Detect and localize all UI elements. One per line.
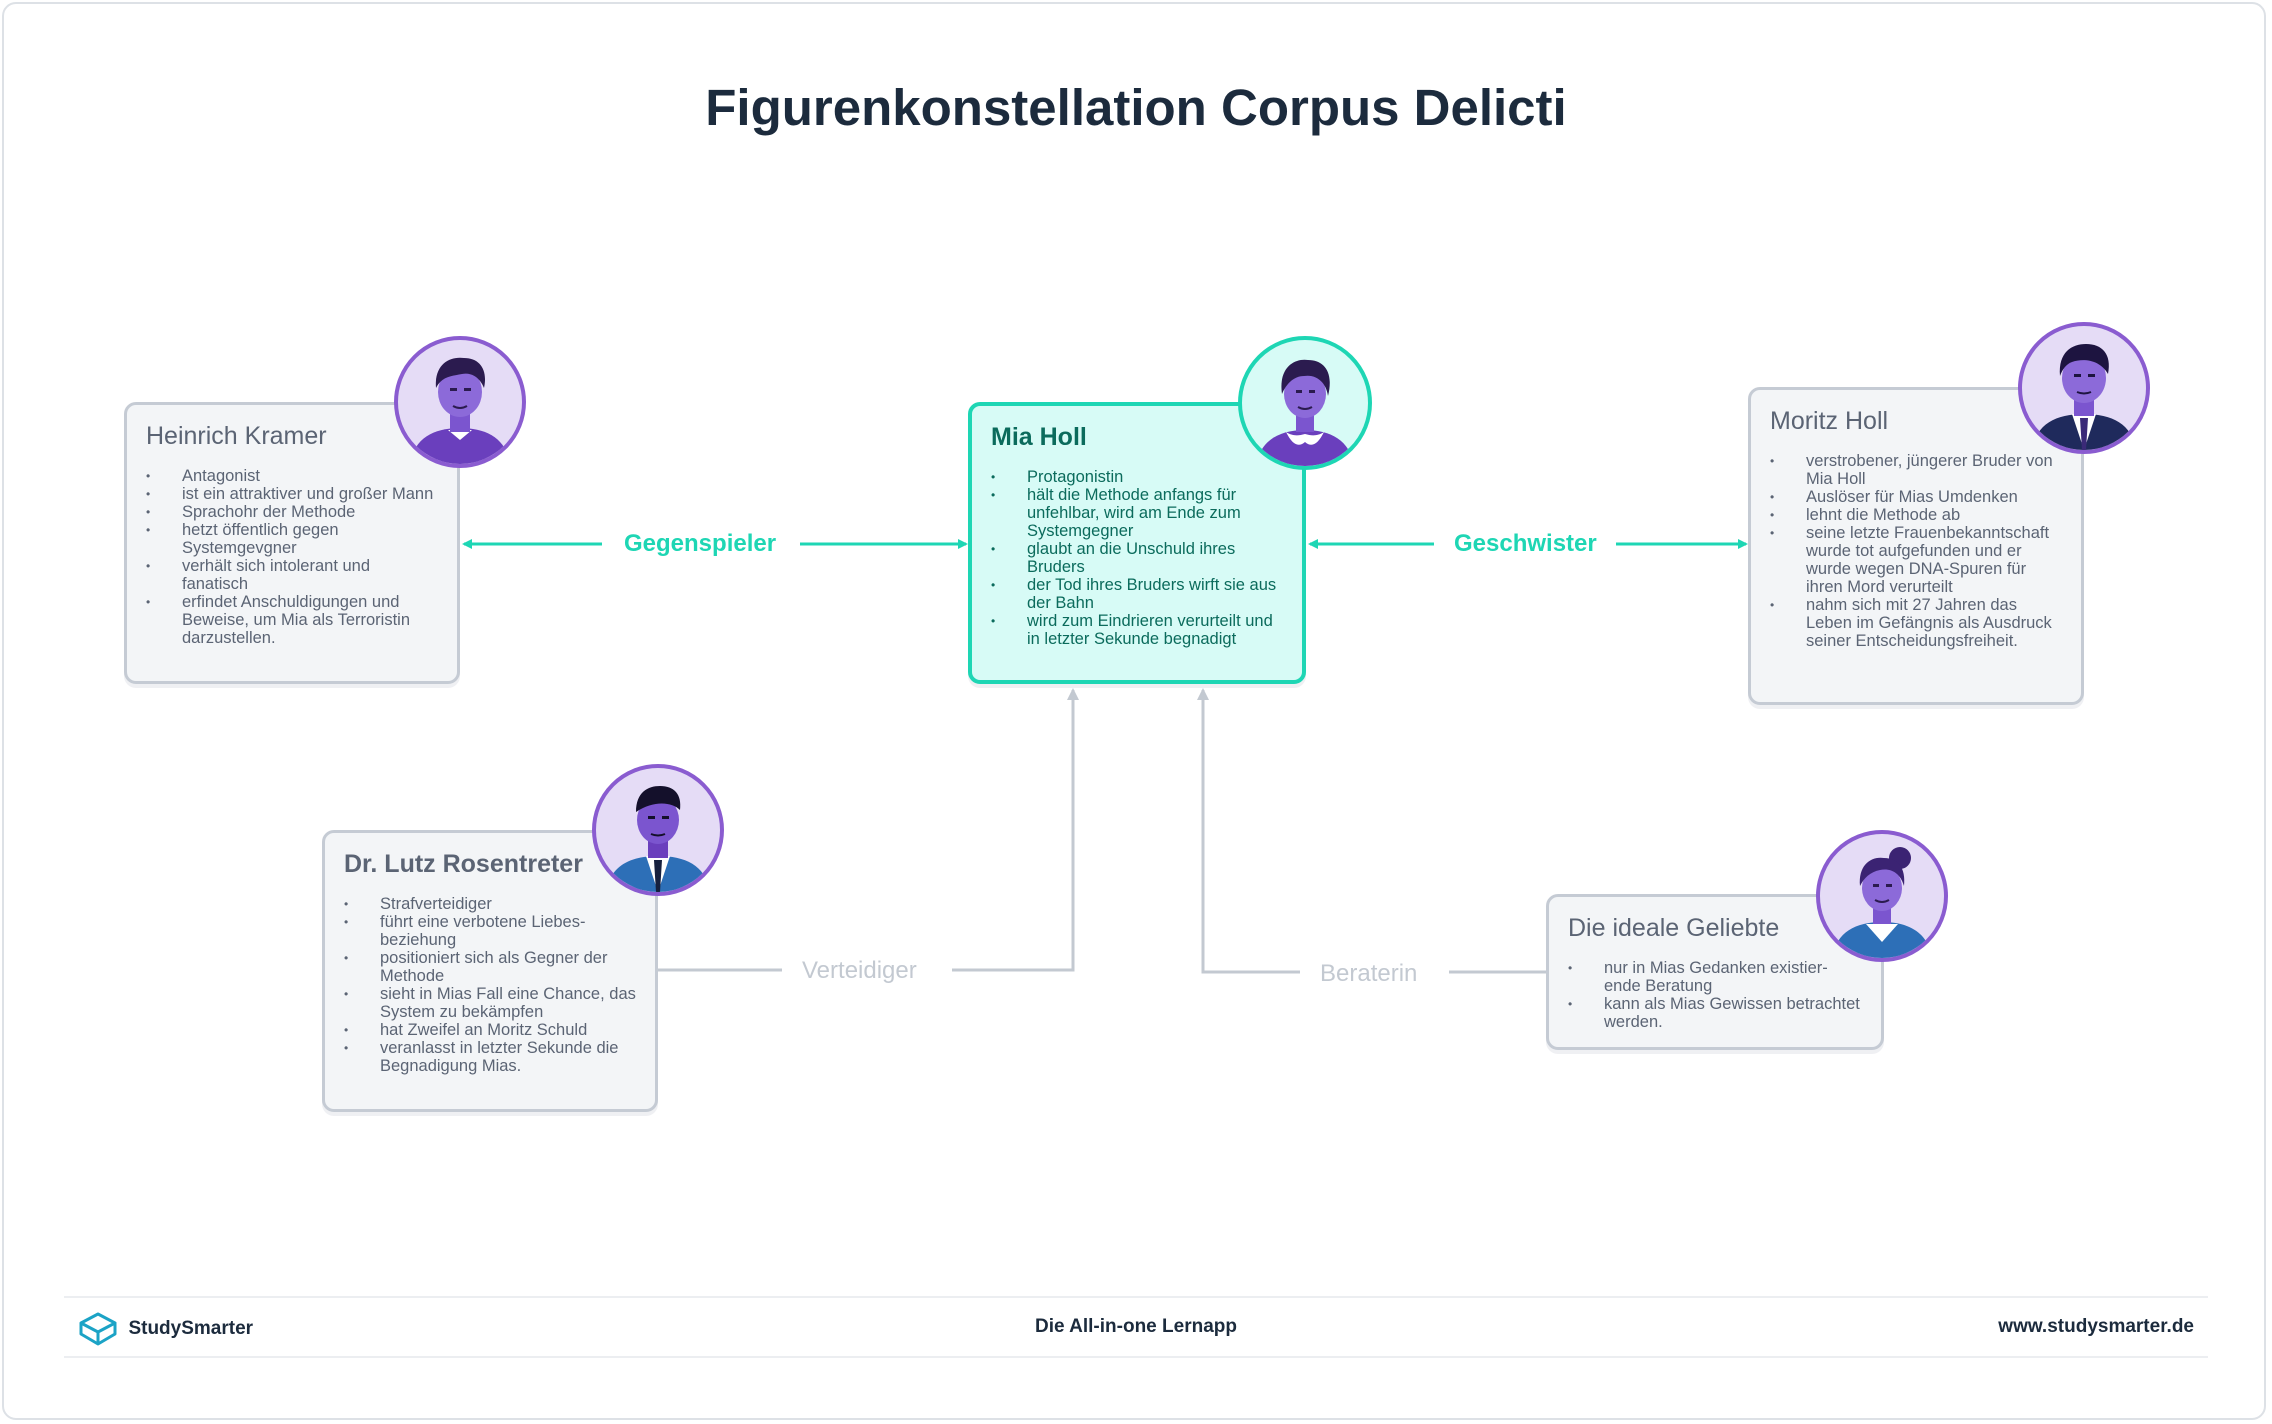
man-blue-suit-avatar-icon — [606, 786, 710, 892]
trait-item: nahm sich mit 27 Jahren das Leben im Gef… — [1770, 596, 2063, 650]
studysmarter-logo[interactable]: StudySmarter — [78, 1312, 253, 1346]
trait-item: hat Zweifel an Moritz Schuld — [344, 1021, 637, 1039]
trait-item: führt eine verbotene Liebes-beziehung — [344, 913, 637, 949]
trait-item: Protagonistin — [991, 468, 1284, 486]
man-avatar-icon — [410, 357, 510, 464]
card-title: Mia Holl — [991, 423, 1087, 451]
trait-item: sieht in Mias Fall eine Chance, das Syst… — [344, 985, 637, 1021]
trait-item: der Tod ihres Bruders wirft sie aus der … — [991, 576, 1284, 612]
avatar-ideale-geliebte — [1816, 830, 1948, 962]
card-mia-holl: Mia Holl Protagonistin hält die Methode … — [968, 402, 1306, 684]
brand-name: StudySmarter — [128, 1318, 254, 1339]
beraterin-connector-left — [1197, 688, 1300, 974]
trait-item: erfindet Anschuldigungen und Beweise, um… — [146, 593, 439, 647]
avatar-lutz-rosentreter — [592, 764, 724, 896]
footer-url[interactable]: www.studysmarter.de — [1998, 1316, 2194, 1337]
link-label-verteidiger: Verteidiger — [796, 957, 923, 985]
woman-bun-avatar-icon — [1832, 847, 1932, 958]
trait-list: Protagonistin hält die Methode anfangs f… — [991, 468, 1284, 648]
woman-avatar-icon — [1256, 359, 1354, 466]
card-title: Moritz Holl — [1770, 407, 1889, 435]
studysmarter-cube-icon — [79, 1312, 117, 1346]
trait-item: glaubt an die Unschuld ihres Bruders — [991, 540, 1284, 576]
card-lutz-rosentreter: Dr. Lutz Rosentreter Strafverteidiger fü… — [322, 830, 658, 1112]
trait-item: seine letzte Frauenbekanntschaft wurde t… — [1770, 524, 2063, 596]
trait-list: Strafverteidiger führt eine verbotene Li… — [344, 895, 637, 1075]
trait-list: nur in Mias Gedanken existier-ende Berat… — [1568, 959, 1863, 1031]
card-title: Heinrich Kramer — [146, 422, 327, 450]
verteidiger-connector-right — [952, 688, 1079, 972]
trait-list: Antagonist ist ein attraktiver und große… — [146, 467, 439, 647]
card-title: Die ideale Geliebte — [1568, 914, 1780, 942]
trait-item: lehnt die Methode ab — [1770, 506, 2063, 524]
avatar-moritz-holl — [2018, 322, 2150, 454]
trait-item: kann als Mias Gewissen betrachtet werden… — [1568, 995, 1863, 1031]
card-moritz-holl: Moritz Holl verstrobener, jüngerer Brude… — [1748, 387, 2084, 705]
footer-divider-bottom — [64, 1356, 2208, 1358]
trait-item: hält die Methode anfangs für unfehlbar, … — [991, 486, 1284, 540]
avatar-heinrich-kramer — [394, 336, 526, 468]
trait-item: positioniert sich als Gegner der Methode — [344, 949, 637, 985]
man-suit-avatar-icon — [2032, 344, 2136, 450]
trait-item: verhält sich intolerant und fanatisch — [146, 557, 439, 593]
trait-item: ist ein attraktiver und großer Mann — [146, 485, 439, 503]
trait-item: hetzt öffentlich gegen Systemgevgner — [146, 521, 439, 557]
trait-item: Strafverteidiger — [344, 895, 637, 913]
trait-item: Sprachohr der Methode — [146, 503, 439, 521]
footer-tagline: Die All-in-one Lernapp — [1035, 1316, 1237, 1337]
trait-item: nur in Mias Gedanken existier-ende Berat… — [1568, 959, 1863, 995]
avatar-mia-holl — [1238, 336, 1372, 470]
trait-item: verstrobener, jüngerer Bruder von Mia Ho… — [1770, 452, 2063, 488]
trait-item: wird zum Eindrieren verurteilt und in le… — [991, 612, 1284, 648]
link-label-beraterin: Beraterin — [1314, 960, 1424, 988]
trait-item: veranlasst in letzter Sekunde die Begnad… — [344, 1039, 637, 1075]
diagram-title: Figurenkonstellation Corpus Delicti — [705, 79, 1567, 136]
footer-divider-top — [64, 1296, 2208, 1298]
card-title: Dr. Lutz Rosentreter — [344, 850, 583, 878]
link-label-geschwister: Geschwister — [1448, 530, 1603, 558]
trait-item: Antagonist — [146, 467, 439, 485]
link-label-gegenspieler: Gegenspieler — [618, 530, 783, 558]
trait-item: Auslöser für Mias Umdenken — [1770, 488, 2063, 506]
card-heinrich-kramer: Heinrich Kramer Antagonist ist ein attra… — [124, 402, 460, 684]
trait-list: verstrobener, jüngerer Bruder von Mia Ho… — [1770, 452, 2063, 650]
